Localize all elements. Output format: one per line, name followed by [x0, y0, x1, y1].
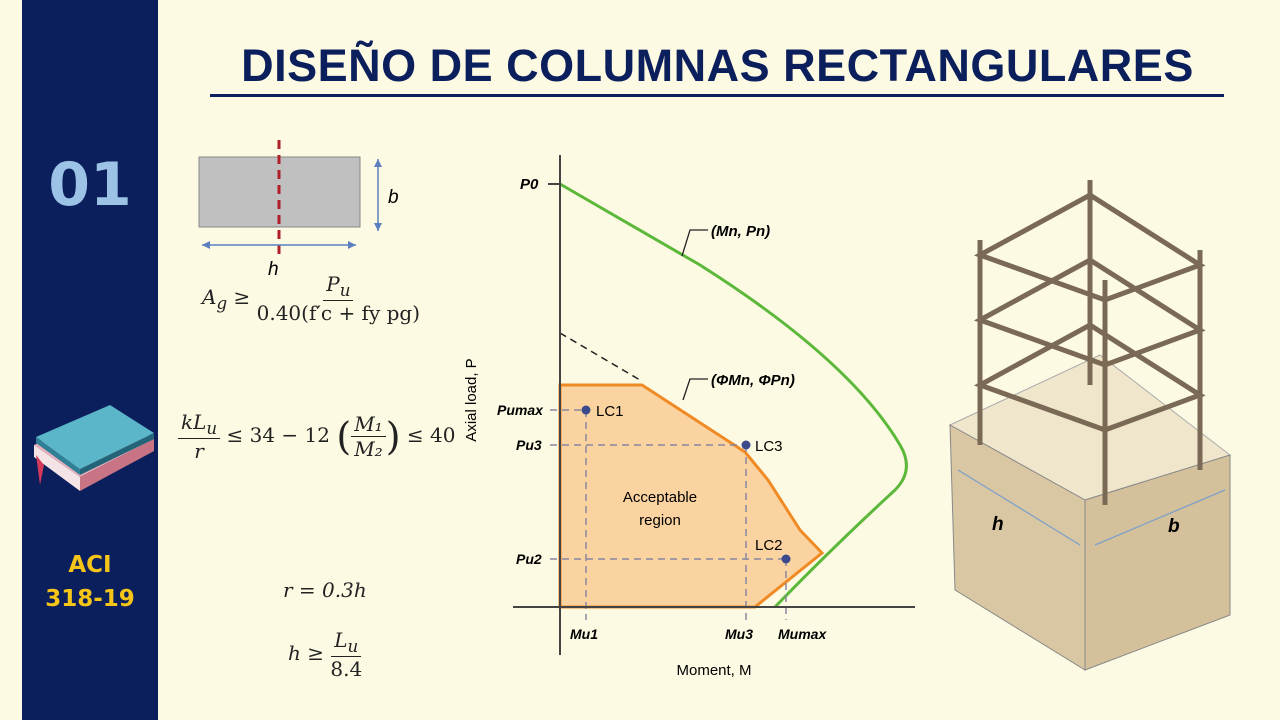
x-axis-label: Moment, M: [676, 662, 751, 679]
slenderness-limit: ≤ 40: [406, 423, 456, 447]
pu2-label: Pu2: [516, 551, 542, 567]
height-lhs: h ≥: [288, 641, 324, 665]
region-label-line2: region: [639, 512, 681, 529]
lu-sub: u: [347, 637, 359, 656]
pu-sub: u: [339, 281, 351, 300]
concrete-face-right: [1084, 454, 1231, 671]
code-reference: ACI 318-19: [22, 548, 158, 616]
dimension-arrows: [957, 469, 1226, 546]
ag-symbol: A: [202, 285, 217, 309]
lc2-label: LC2: [755, 537, 783, 554]
column-reinforcement-figure: h b: [948, 180, 1232, 671]
nominal-curve-label: (Mn, Pn): [711, 223, 770, 240]
pu3-label: Pu3: [516, 437, 542, 453]
code-version: 318-19: [45, 586, 135, 612]
nominal-strength-curve: [559, 182, 908, 609]
slenderness-rhs: ≤ 34 − 12: [226, 423, 331, 447]
mu1-label: Mu1: [570, 626, 598, 642]
lc1-point: [581, 405, 591, 415]
design-curve-label: (ΦMn, ΦPn): [711, 372, 795, 389]
height-denominator: 8.4: [330, 657, 363, 681]
ge-sign: ≥: [233, 285, 251, 309]
slide-number: 01: [48, 150, 132, 220]
b-label: b: [388, 187, 399, 208]
klu-sub: u: [206, 419, 218, 438]
page-title: DISEÑO DE COLUMNAS RECTANGULARES: [241, 40, 1194, 91]
radius-formula: r = 0.3h: [283, 578, 367, 602]
lc1-label: LC1: [596, 403, 624, 420]
lu: L: [334, 628, 348, 652]
y-axis-label: Axial load, P: [463, 358, 480, 441]
code-name: ACI: [68, 552, 112, 578]
book-icon: [34, 405, 154, 491]
mumax-label: Mumax: [778, 626, 827, 642]
guide-lines: [550, 409, 787, 620]
title-underline: [210, 94, 1224, 97]
mu3-label: Mu3: [725, 626, 753, 642]
r-symbol: r: [194, 439, 204, 463]
h-label: h: [268, 259, 279, 280]
rebar-cage: [973, 180, 1206, 505]
h-label: h: [992, 514, 1004, 535]
sidebar: 01 ACI 318-19: [22, 0, 158, 720]
pu-symbol: P: [326, 272, 340, 296]
area-denominator: 0.40(f′c + fy pg): [256, 301, 421, 325]
region-label-line1: Acceptable: [623, 489, 697, 506]
dashed-extension: [559, 332, 641, 381]
m1: M₁: [354, 412, 383, 436]
m2: M₂: [354, 437, 383, 461]
pumax-label: Pumax: [497, 402, 544, 418]
p0-label: P0: [520, 176, 539, 193]
ag-sub: g: [216, 294, 228, 313]
lc2-point: [781, 554, 791, 564]
lc3-point: [741, 440, 751, 450]
b-label: b: [1168, 516, 1180, 537]
cross-section-figure: h b: [198, 140, 399, 280]
klu: kL: [181, 410, 207, 434]
lc3-label: LC3: [755, 438, 783, 455]
